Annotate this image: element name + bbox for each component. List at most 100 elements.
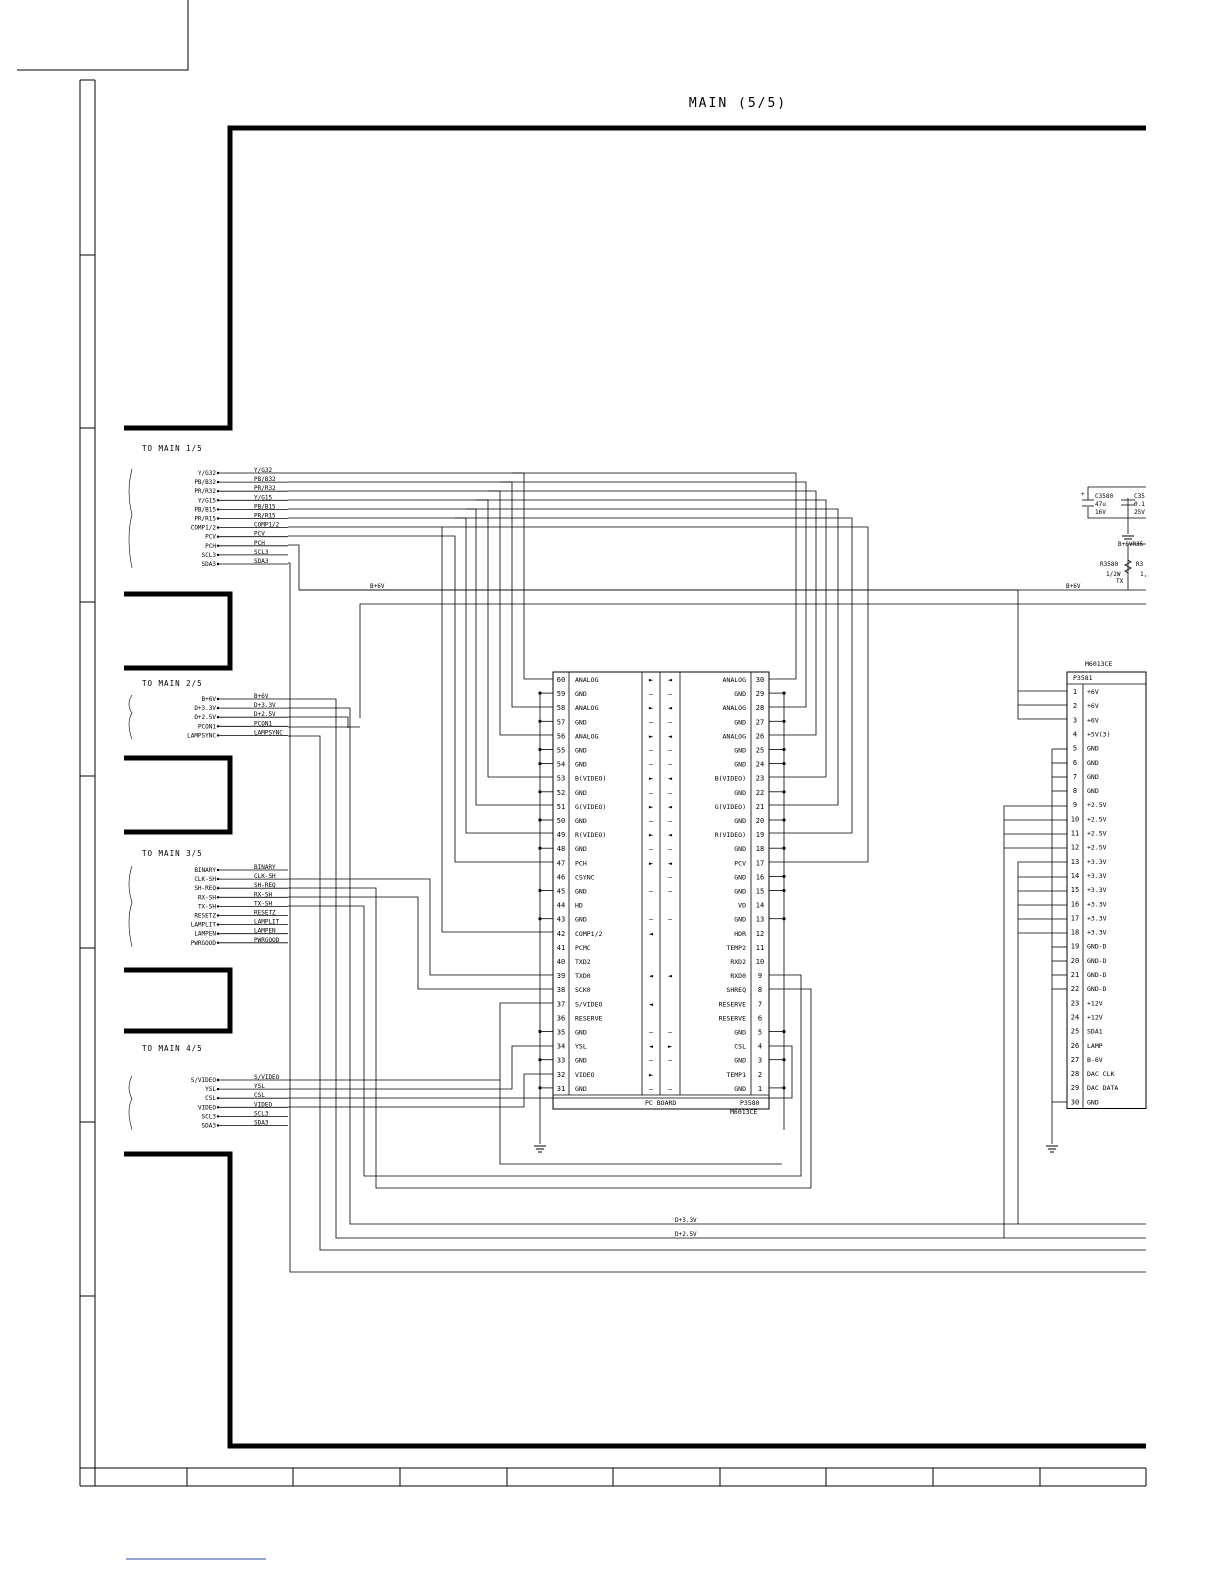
pin-number: 4 <box>758 1043 762 1051</box>
rail-label-d25: D+2.5V <box>675 1231 697 1238</box>
bracket <box>128 1075 133 1130</box>
pin-number: 28 <box>1071 1070 1079 1078</box>
direction-arrow: – <box>668 718 673 726</box>
direction-arrow: ◄ <box>668 859 673 867</box>
pin-signal: GND <box>734 888 746 896</box>
direction-arrow: ◄ <box>668 972 673 980</box>
pin-number: 13 <box>1071 858 1079 866</box>
port-terminal <box>216 887 220 890</box>
junction <box>782 691 786 695</box>
direction-arrow: ◄ <box>649 930 654 938</box>
pin-number: 43 <box>557 916 565 924</box>
pin-number: 15 <box>1071 886 1079 894</box>
pin-signal: PCV <box>734 859 746 867</box>
r3x-value: 1, <box>1140 571 1147 578</box>
direction-arrow: – <box>649 761 654 769</box>
pin-signal: GND <box>734 747 746 755</box>
direction-arrow: – <box>668 690 673 698</box>
c35-value: 0.1 <box>1134 501 1145 508</box>
port-terminal <box>216 932 220 935</box>
pin-number: 15 <box>756 888 764 896</box>
direction-arrow: – <box>649 916 654 924</box>
port-terminal <box>216 725 220 728</box>
direction-arrow: ◄ <box>668 676 673 684</box>
pin-signal: GND <box>734 1085 746 1093</box>
port-label: LAMPSYNC <box>187 732 216 739</box>
pin-signal: GND <box>575 1085 587 1093</box>
port-label: S/VIDEO <box>191 1077 217 1084</box>
rail-label-d33: D+3.3V <box>675 1217 697 1224</box>
junction <box>782 719 786 723</box>
pin-number: 21 <box>1071 971 1079 979</box>
pin-signal: R(VIDEO) <box>715 831 746 839</box>
pin-number: 9 <box>758 972 762 980</box>
pin-number: 37 <box>557 1000 565 1008</box>
pin-number: 45 <box>557 888 565 896</box>
direction-arrow: – <box>668 761 673 769</box>
junction <box>782 846 786 850</box>
net-label: D+2.5V <box>254 711 276 718</box>
junction <box>782 762 786 766</box>
pin-signal: +5V(3) <box>1087 730 1110 738</box>
pin-signal: G(VIDEO) <box>715 803 746 811</box>
ground-symbols <box>534 535 1134 1153</box>
junction <box>782 874 786 879</box>
net-label: LAMPLIT <box>254 919 280 926</box>
direction-arrow: ◄ <box>668 704 673 712</box>
port-terminal <box>216 471 220 475</box>
pin-signal: RESERVE <box>719 1000 746 1008</box>
port-terminal <box>216 535 220 538</box>
pin-signal: +3.3V <box>1087 900 1107 908</box>
direction-arrow: – <box>649 1029 654 1037</box>
pin-signal: HD <box>575 902 583 910</box>
junction <box>782 888 786 893</box>
direction-arrow: ► <box>649 831 654 839</box>
pin-number: 22 <box>756 789 764 797</box>
pin-signal: GND <box>734 845 746 853</box>
direction-arrow: – <box>668 789 673 797</box>
section-label-main-1: TO MAIN 1/5 <box>142 444 203 453</box>
direction-arrow: – <box>649 690 654 698</box>
net-label: PWRGOOD <box>254 937 280 944</box>
port-terminal <box>216 1087 220 1091</box>
pin-number: 42 <box>557 930 565 938</box>
net-label: PR/R15 <box>254 513 276 520</box>
port-terminal <box>216 716 220 719</box>
pin-number: 39 <box>557 972 565 980</box>
pin-signal: +2.5V <box>1087 801 1107 809</box>
net-label: RX-SH <box>254 891 272 898</box>
pin-signal: GND <box>575 1029 587 1037</box>
pin-signal: LAMP <box>1087 1042 1103 1050</box>
pin-number: 2 <box>758 1071 762 1079</box>
port-label: PB/B15 <box>194 506 216 513</box>
pin-number: 51 <box>557 803 565 811</box>
pin-signal: +2.5V <box>1087 815 1107 823</box>
pin-number: 11 <box>1071 830 1079 838</box>
connector-part: P3581 <box>1073 674 1093 682</box>
direction-arrow: – <box>668 817 673 825</box>
pin-number: 59 <box>557 690 565 698</box>
pin-number: 13 <box>756 916 764 924</box>
net-label: SCL3 <box>254 1110 269 1117</box>
port-terminal <box>216 868 220 872</box>
pin-number: 20 <box>756 817 764 825</box>
pin-signal: VD <box>738 902 746 910</box>
capacitor-c3580: C3580 47u 16V + <box>1081 491 1113 516</box>
net-label: CSL <box>254 1092 265 1099</box>
port-label: PB/B32 <box>194 479 216 486</box>
port-terminal <box>216 877 220 881</box>
c35-ref: C35 <box>1134 493 1145 500</box>
port-label: SCL3 <box>202 552 217 559</box>
pin-signal: TXD2 <box>575 958 591 966</box>
pin-number: 53 <box>557 775 565 783</box>
board-outline <box>124 125 1146 1449</box>
pin-signal: R(VIDEO) <box>575 831 606 839</box>
pin-number: 11 <box>756 944 764 952</box>
pin-signal: HDR <box>734 930 746 938</box>
net-label: COMP1/2 <box>254 522 280 529</box>
pin-number: 55 <box>557 747 565 755</box>
pin-signal: CSL <box>734 1043 746 1051</box>
